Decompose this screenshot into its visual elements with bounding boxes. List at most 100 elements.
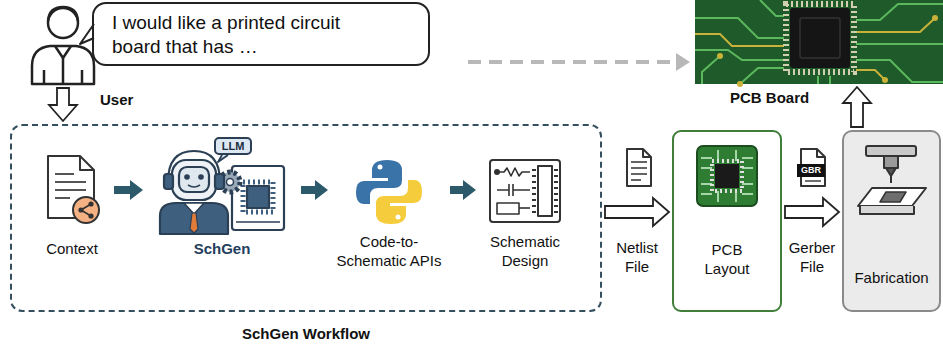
user-figure [62, 58, 65, 84]
pcb-board-picture [695, 50, 784, 60]
node-label: Code-to-Schematic APIs [332, 232, 446, 270]
gerber-file-icon [805, 180, 821, 181]
workflow-group: SchGen WorkflowContextSchGenCode-to-Sche… [10, 124, 602, 312]
user-figure [48, 7, 78, 21]
robot-agent-icon [184, 174, 190, 180]
pcb-board-picture [856, 43, 943, 45]
pcb-board-picture [817, 76, 819, 84]
node-label: User [100, 90, 133, 109]
robot-agent-icon [164, 174, 173, 189]
user-figure [32, 7, 94, 84]
python-api: Code-to-Schematic APIs [332, 152, 446, 278]
pcb-board-photo: PCB Board [695, 0, 943, 84]
user-figure [43, 70, 46, 84]
schematic-board-icon [519, 207, 530, 209]
pcb-board-picture [800, 18, 840, 58]
pcb-board-picture [882, 77, 888, 83]
hollow-arrow [605, 198, 669, 226]
netlist-file-icon [643, 149, 651, 157]
user-figure [48, 8, 78, 38]
gerber-file-icon [817, 149, 825, 157]
pcb-board-picture [695, 34, 784, 46]
robot-agent-icon [227, 179, 234, 186]
pcb-board-picture [702, 56, 720, 84]
pcb-board-picture [695, 0, 943, 84]
netlist-file-icon [627, 149, 651, 186]
pcb-board-picture [932, 15, 938, 21]
fabrication-machine-icon [858, 188, 926, 206]
node-label: PCB Layout [694, 240, 760, 278]
pcb-board-picture [829, 76, 831, 84]
robot-agent-icon [184, 203, 204, 214]
python-logo [396, 215, 401, 220]
fabrication-machine-icon [880, 192, 906, 202]
fabrication-machine-icon [884, 156, 898, 168]
pcb-layout-chip-icon [697, 146, 757, 206]
edge-label: Netlist File [608, 238, 666, 276]
pcb-board-picture [717, 53, 723, 59]
schematic-board-icon [495, 170, 499, 174]
robot-agent-icon [247, 186, 269, 208]
user-figure [55, 46, 71, 58]
flow-arrow [49, 88, 77, 121]
robot-agent-icon [172, 160, 216, 200]
robot-agent-icon [243, 182, 273, 212]
hollow-arrow [785, 198, 839, 226]
robot-agent-icon [236, 221, 280, 223]
file-type-label: GBR [797, 164, 825, 177]
fabrication-fill [843, 131, 940, 311]
robot-agent-icon [215, 174, 224, 189]
node-label: PCB Board [730, 88, 809, 107]
speech-bubble: I would like a printed circuit board tha… [92, 2, 430, 66]
python-logo [376, 180, 422, 224]
edge-label: Gerber File [783, 238, 841, 276]
fabrication-machine-icon [860, 206, 914, 214]
context-document-icon [73, 197, 99, 223]
fabrication-machine-icon [858, 146, 926, 214]
schematic-board-icon [497, 203, 519, 214]
badge-label: LLM [214, 137, 252, 155]
node-label: Context [34, 239, 110, 258]
fabrication-box: Fabrication [842, 130, 941, 312]
pcb-board-picture [856, 70, 885, 80]
context-document-icon [88, 213, 93, 218]
flow-arrow [605, 198, 669, 226]
fabrication-machine-icon [886, 168, 896, 176]
robot-agent-icon [198, 174, 204, 180]
fabrication-machine-icon [890, 176, 892, 183]
pcb-board-picture [856, 60, 943, 82]
context-document-icon [88, 201, 93, 206]
node-label: Fabrication [848, 268, 935, 287]
pcb-board-picture [740, 68, 784, 84]
robot-agent-icon [188, 185, 200, 187]
schematic-board-icon [490, 160, 560, 222]
context-document-icon [78, 207, 83, 212]
flow-arrow [785, 198, 839, 226]
solid-arrow [450, 180, 476, 200]
pcb-board-picture [790, 8, 850, 68]
pcb-layout-chip-icon [697, 146, 757, 206]
netlist-file-icon [627, 149, 651, 186]
pcb-board-picture [760, 0, 784, 16]
llm-agent: SchGen [147, 138, 297, 258]
schematic-board-icon [497, 168, 530, 176]
pcb-layout-box: PCB Layout [672, 130, 782, 312]
robot-agent-icon [232, 166, 284, 230]
hollow-arrow [843, 87, 871, 127]
robot-agent-icon [160, 151, 284, 234]
python-logo [378, 165, 383, 170]
context-document-icon [80, 156, 94, 170]
schematic-board-icon [490, 160, 560, 222]
pcb-layout-chip-icon [701, 150, 753, 202]
schematic-board-icon [497, 184, 530, 196]
dashed-arrow-line [468, 60, 676, 64]
schematic-icon: Schematic Design [480, 152, 570, 278]
robot-agent-icon [190, 213, 198, 233]
solid-arrow [301, 180, 328, 200]
schematic-board-icon [532, 169, 536, 214]
pcb-board-picture [856, 4, 943, 20]
netlist-file-icon [631, 162, 647, 180]
pcb-board-picture [737, 81, 743, 87]
solid-arrow [114, 180, 143, 200]
